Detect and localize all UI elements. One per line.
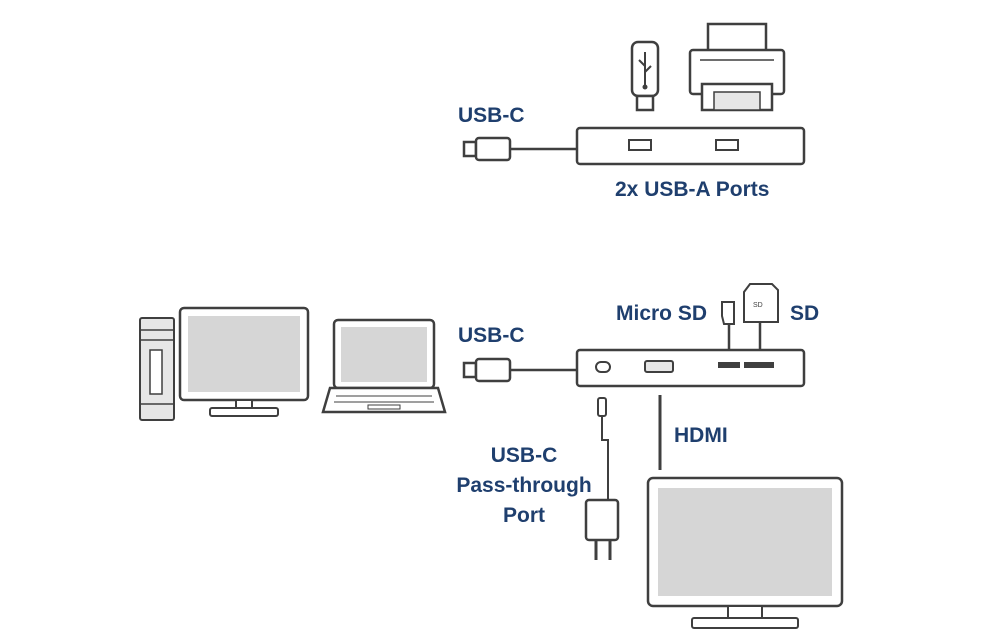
passthrough-label-line3: Port [503,504,545,527]
passthrough-label-line1: USB-C [491,444,558,467]
passthrough-label-line2: Pass-through [456,474,591,497]
bottom-usb-c-plug-icon [462,357,578,383]
sd-label: SD [790,302,819,325]
printer-icon [688,22,786,112]
desktop-monitor-icon [178,306,310,417]
desktop-tower-icon [139,317,175,421]
top-hub-body [575,126,806,166]
usb-flash-drive-icon [630,40,660,112]
top-hub-group: USB-C 2x USB-A Ports [458,22,806,201]
svg-text:SD: SD [753,302,763,309]
micro-sd-label: Micro SD [616,302,707,325]
hdmi-label: HDMI [674,424,728,447]
bottom-usb-c-label: USB-C [458,324,525,347]
top-usb-c-plug-icon [462,136,578,162]
laptop-icon [321,318,447,414]
passthrough-label: USB-C Pass-through Port [456,444,591,527]
bottom-hub-group: USB-C Micro SD SD SD [139,283,844,629]
usb-a-ports-label: 2x USB-A Ports [615,178,769,201]
top-usb-c-label: USB-C [458,104,525,127]
bottom-hub-body [575,348,806,388]
external-monitor-icon [646,476,844,629]
power-adapter-icon [584,397,620,560]
